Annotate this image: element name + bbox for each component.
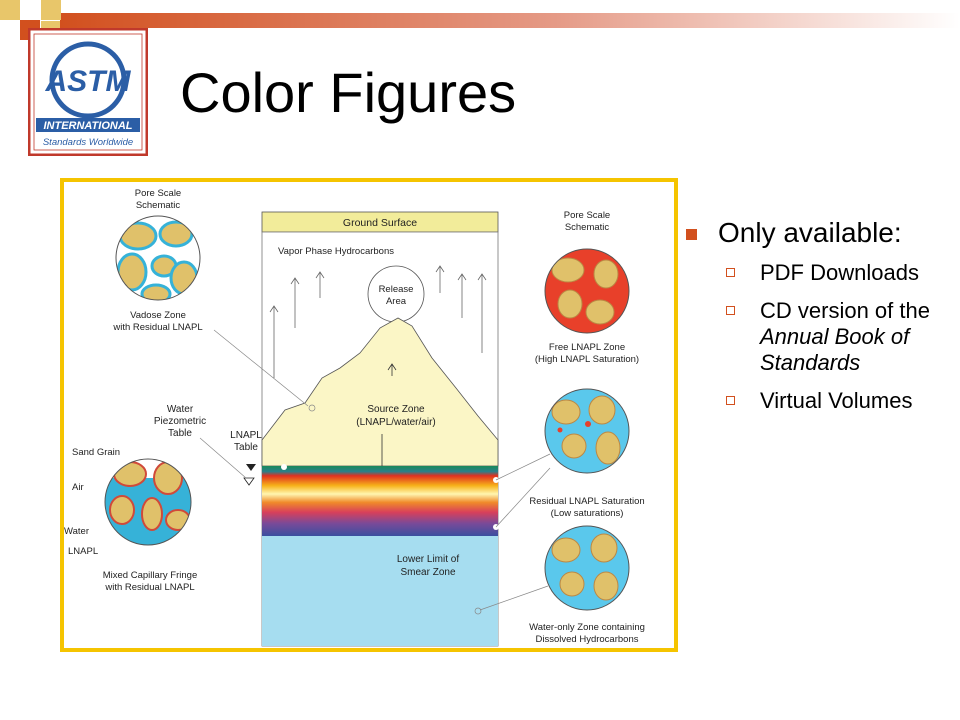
sub-bullet-virtual: Virtual Volumes xyxy=(684,388,954,414)
fringe-caption-line2: with Residual LNAPL xyxy=(104,582,194,593)
source-zone-line2: (LNAPL/water/air) xyxy=(356,417,435,428)
label-sand-grain: Sand Grain xyxy=(72,447,120,458)
pore-right-title-line1: Pore Scale xyxy=(564,210,610,221)
label-lnapl: LNAPL xyxy=(68,546,98,557)
pore-right-title-line2: Schematic xyxy=(565,222,610,233)
sub-bullet-pdf: PDF Downloads xyxy=(684,260,954,286)
water-only-caption-line1: Water-only Zone containing xyxy=(529,622,645,633)
lnapl-diagram: Ground Surface Vapor Phase Hydrocarbons … xyxy=(60,178,678,652)
pore-left-title-line1: Pore Scale xyxy=(135,188,181,199)
logo-letters: ASTM xyxy=(45,65,132,98)
lnapl-table-line2: Table xyxy=(234,442,258,453)
bullet-main-text: Only available: xyxy=(718,217,902,248)
water-table-line2: Piezometric xyxy=(154,416,206,427)
fringe-caption-line1: Mixed Capillary Fringe xyxy=(103,570,198,581)
pore-left-caption-line1: Vadose Zone xyxy=(130,310,186,321)
source-zone-line1: Source Zone xyxy=(367,404,425,415)
bullet-list: Only available: PDF Downloads CD version… xyxy=(684,216,954,426)
release-area-line1: Release xyxy=(379,284,414,295)
vapor-phase-label: Vapor Phase Hydrocarbons xyxy=(278,246,394,257)
pore-left-caption-line2: with Residual LNAPL xyxy=(112,322,202,333)
sub-bullet-box-icon xyxy=(726,306,735,315)
bullet-square-icon xyxy=(686,229,697,240)
logo-line2: Standards Worldwide xyxy=(43,137,133,148)
sub-bullet-list: PDF Downloads CD version of the Annual B… xyxy=(684,260,954,414)
residual-caption-line1: Residual LNAPL Saturation xyxy=(529,496,644,507)
residual-caption-line2: (Low saturations) xyxy=(551,508,624,519)
water-only-caption-line2: Dissolved Hydrocarbons xyxy=(536,634,639,645)
water-table-line1: Water xyxy=(167,404,194,415)
pore-right-caption-line2: (High LNAPL Saturation) xyxy=(535,354,639,365)
sub-bullet-cd-italic: Annual Book of Standards xyxy=(760,324,910,375)
sub-bullet-cd-text: CD version of the xyxy=(760,298,930,323)
bullet-main: Only available: xyxy=(684,216,954,250)
pore-left-title-line2: Schematic xyxy=(136,200,181,211)
release-area-line2: Area xyxy=(386,296,407,307)
water-table-line3: Table xyxy=(168,428,192,439)
label-air: Air xyxy=(72,482,84,493)
sub-bullet-pdf-text: PDF Downloads xyxy=(760,260,919,285)
label-water: Water xyxy=(64,526,89,537)
pore-right-caption-line1: Free LNAPL Zone xyxy=(549,342,625,353)
slide-title: Color Figures xyxy=(180,61,517,124)
ground-surface-label: Ground Surface xyxy=(343,217,417,229)
sub-bullet-cd: CD version of the Annual Book of Standar… xyxy=(684,298,954,376)
logo-line1: INTERNATIONAL xyxy=(43,120,132,132)
lower-limit-line2: Smear Zone xyxy=(400,567,455,578)
sub-bullet-box-icon xyxy=(726,396,735,405)
sub-bullet-box-icon xyxy=(726,268,735,277)
astm-logo: ASTM INTERNATIONAL Standards Worldwide xyxy=(27,27,149,157)
lnapl-table-line1: LNAPL xyxy=(230,430,262,441)
sub-bullet-virtual-text: Virtual Volumes xyxy=(760,388,913,413)
lower-limit-line1: Lower Limit of xyxy=(397,554,459,565)
